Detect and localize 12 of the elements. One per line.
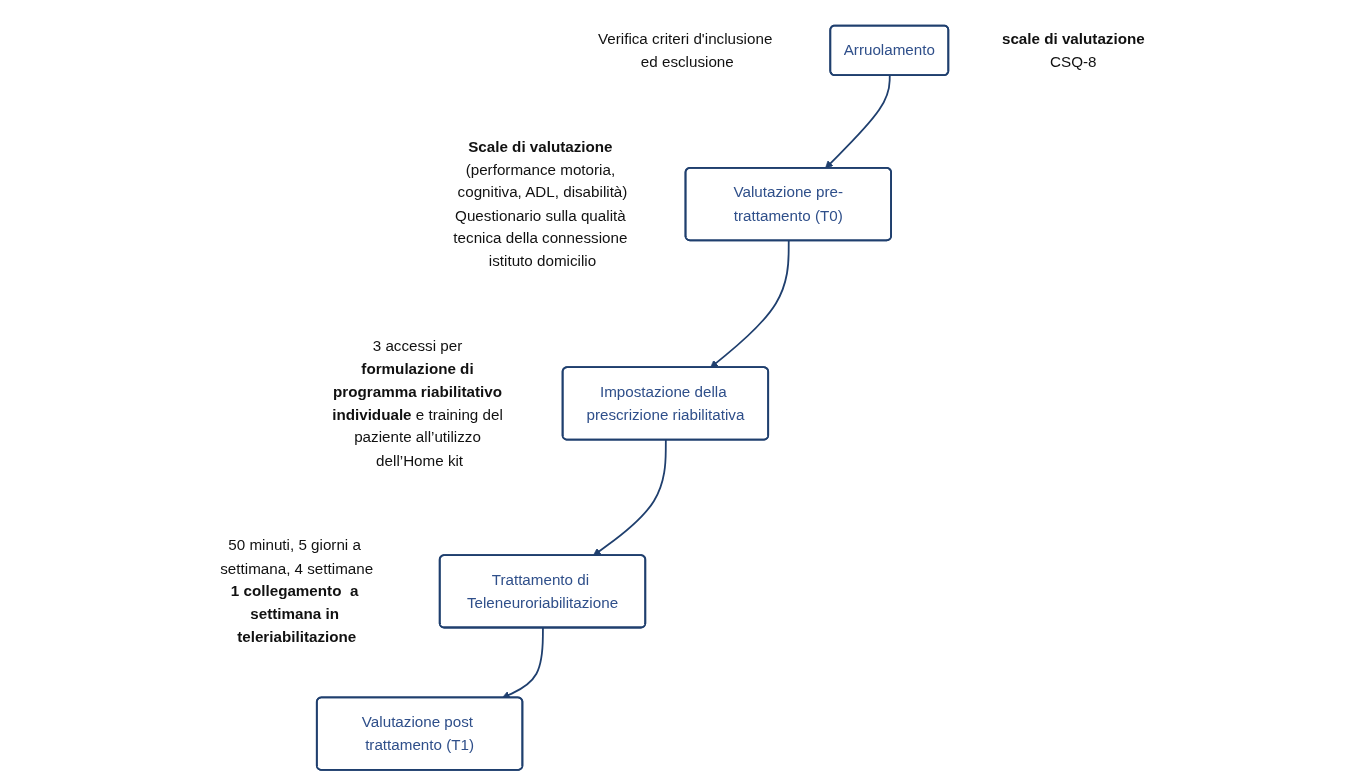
- node-label: Verifica criteri d'inclusione ed esclusione: [598, 30, 773, 71]
- node-label: CSQ-8: [1050, 53, 1097, 71]
- arrow: [825, 74, 891, 169]
- node-label: scale di valutazione: [1001, 30, 1145, 48]
- node-label: 1 collegamento a settimana in teleriabilitazione: [230, 582, 359, 646]
- arrow: [593, 439, 667, 556]
- arrow: [710, 239, 790, 368]
- node-label: Questionario sulla qualità tecnica della connessione istituto domicilio: [453, 206, 628, 270]
- node-label: 50 minuti, 5 giorni a settimana, 4 settimane: [220, 537, 374, 577]
- arrow: [501, 627, 544, 699]
- node-label: 3 accessi per formulazione di programma riabilitativo individuale e training del paziente all’utilizzo dell’Home kit: [332, 337, 503, 469]
- node-label: Scale di valutazione (performance motoria, cognitiva, ADL, disabilità): [457, 138, 628, 201]
